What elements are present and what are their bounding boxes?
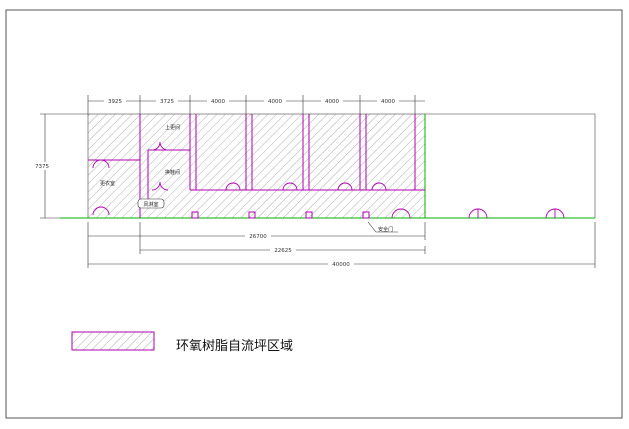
drawing-frame — [5, 9, 623, 419]
fenglin-box — [137, 198, 165, 209]
building-outline-right — [425, 113, 596, 218]
dim-top-5: 4000 — [325, 99, 339, 105]
dim-top-3: 4000 — [211, 99, 225, 105]
dim-top-4: 4000 — [268, 99, 282, 105]
top-dimension-labels: 3925 3725 4000 4000 4000 4000 — [104, 97, 399, 105]
safety-door-leader — [367, 221, 398, 233]
room-label-shangcha: 上更间 — [165, 124, 180, 131]
room-label-fenglin: 风淋室 — [143, 201, 158, 208]
dim-bottom-3: 40000 — [332, 262, 350, 268]
exterior-doors — [468, 208, 565, 219]
dim-top-2: 3725 — [160, 99, 174, 105]
top-dimension-chain — [87, 95, 425, 114]
room-label-huanxie: 换鞋间 — [165, 169, 180, 176]
dim-bottom-2: 22625 — [274, 248, 292, 254]
bottom-dimension-labels: 26700 22625 40000 — [245, 232, 354, 268]
dim-top-1: 3925 — [108, 99, 122, 105]
legend-label: 环氧树脂自流坪区域 — [176, 339, 294, 354]
door-swings — [92, 141, 411, 219]
room-label-changqu: 更衣室 — [100, 180, 115, 187]
dim-top-6: 4000 — [381, 99, 395, 105]
legend-swatch — [71, 331, 155, 351]
dim-left: 7375 — [35, 164, 49, 170]
room-labels: 上更间 更衣室 换鞋间 — [100, 124, 180, 187]
safety-door-label: 安全门 — [378, 226, 393, 233]
dim-bottom-1: 26700 — [249, 234, 267, 240]
